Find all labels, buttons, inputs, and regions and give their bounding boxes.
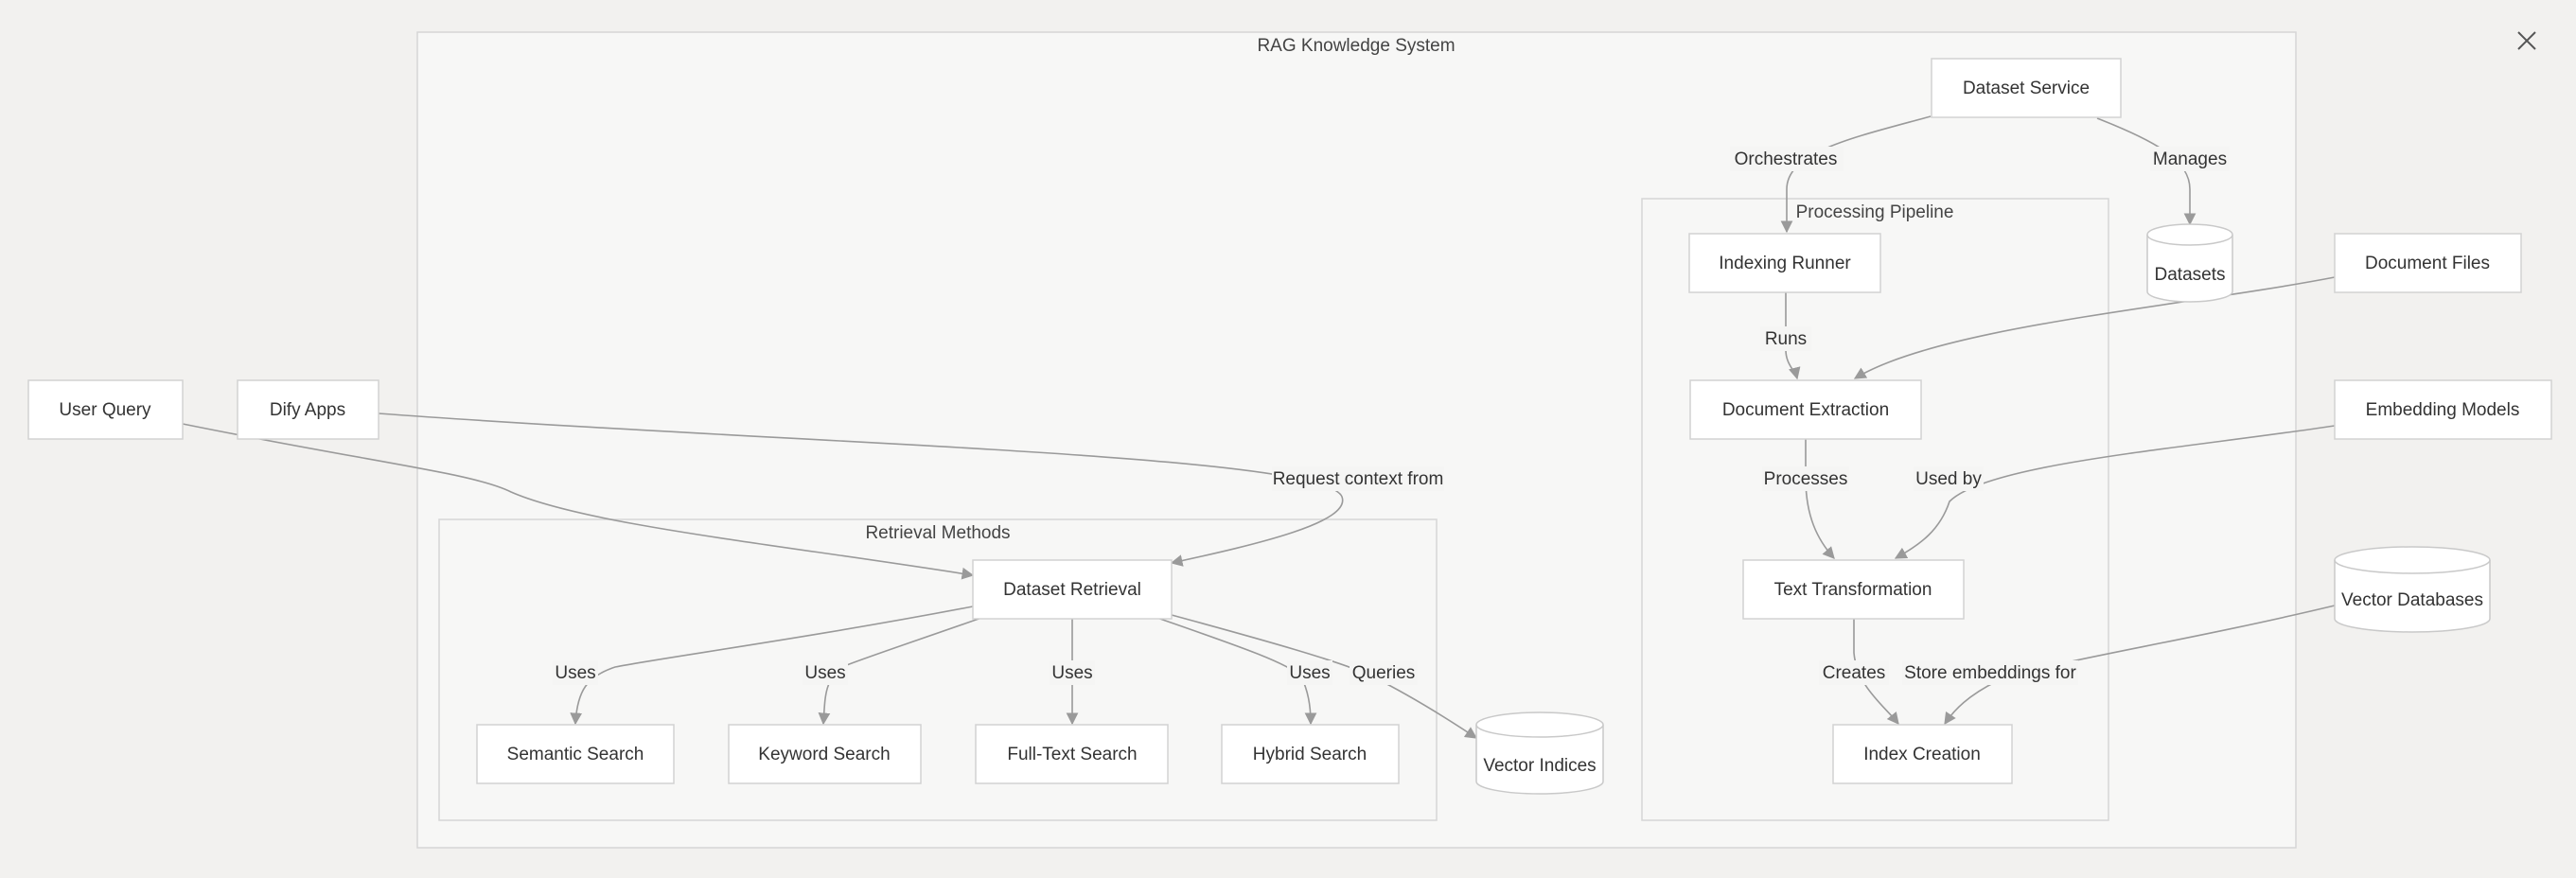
node-label: Dataset Retrieval: [1003, 580, 1141, 600]
cluster-title-pipeline: Processing Pipeline: [1796, 202, 1954, 222]
edge-user-query-dataset-retrieval: [182, 423, 975, 580]
edge-label-uses-semantic: Uses: [555, 663, 595, 683]
close-icon: [2517, 31, 2536, 50]
node-label: Keyword Search: [758, 745, 890, 764]
edge-embedding-models-text-transformation: [1894, 425, 2336, 559]
node-user-query[interactable]: User Query: [27, 379, 184, 440]
node-label: Hybrid Search: [1253, 745, 1367, 764]
cluster-processing-pipeline: Processing Pipeline: [1641, 198, 2109, 821]
edge-text-transformation-index-creation: [1853, 619, 1899, 725]
edge-label-request-context: Request context from: [1273, 469, 1444, 489]
node-label: Dataset Service: [1963, 79, 2090, 98]
node-label: Datasets: [2155, 265, 2226, 285]
node-label: Vector Indices: [1483, 756, 1596, 776]
node-label: Text Transformation: [1774, 580, 1932, 600]
node-dify-apps[interactable]: Dify Apps: [237, 379, 379, 440]
node-dataset-retrieval[interactable]: Dataset Retrieval: [972, 559, 1173, 620]
node-label: Vector Databases: [2341, 590, 2483, 610]
node-semantic-search[interactable]: Semantic Search: [476, 724, 675, 784]
node-label: Index Creation: [1863, 745, 1981, 764]
edge-label-manages: Manages: [2153, 149, 2227, 169]
edge-label-uses-keyword: Uses: [804, 663, 845, 683]
edge-dify-apps-dataset-retrieval: [378, 413, 1344, 567]
node-text-transformation[interactable]: Text Transformation: [1742, 559, 1965, 620]
cluster-title-rag: RAG Knowledge System: [1257, 36, 1455, 56]
node-label: Document Files: [2365, 254, 2490, 273]
node-label: User Query: [59, 400, 151, 420]
node-embedding-models[interactable]: Embedding Models: [2334, 379, 2552, 440]
close-button[interactable]: [2513, 26, 2541, 55]
node-indexing-runner[interactable]: Indexing Runner: [1688, 233, 1881, 293]
node-document-files[interactable]: Document Files: [2334, 233, 2522, 293]
edge-labels: Orchestrates Manages Runs Processes Used…: [553, 147, 2230, 685]
edge-label-processes: Processes: [1764, 469, 1848, 489]
node-label: Dify Apps: [270, 400, 345, 420]
edges: [182, 115, 2336, 739]
node-label: Indexing Runner: [1719, 254, 1851, 273]
node-fulltext-search[interactable]: Full-Text Search: [975, 724, 1169, 784]
edge-label-queries: Queries: [1352, 663, 1416, 683]
node-document-extraction[interactable]: Document Extraction: [1689, 379, 1922, 440]
node-label: Semantic Search: [507, 745, 644, 764]
node-dataset-service[interactable]: Dataset Service: [1931, 58, 2122, 118]
cluster-title-retrieval: Retrieval Methods: [865, 523, 1010, 543]
node-index-creation[interactable]: Index Creation: [1832, 724, 2013, 784]
node-vector-databases[interactable]: Vector Databases: [2334, 546, 2491, 633]
edge-label-uses-hybrid: Uses: [1289, 663, 1330, 683]
node-label: Embedding Models: [2366, 400, 2520, 420]
node-label: Full-Text Search: [1007, 745, 1137, 764]
edge-label-creates: Creates: [1823, 663, 1886, 683]
edge-label-orchestrates: Orchestrates: [1735, 149, 1838, 169]
node-datasets[interactable]: Datasets: [2146, 223, 2233, 303]
edge-label-runs: Runs: [1765, 329, 1807, 349]
node-keyword-search[interactable]: Keyword Search: [728, 724, 922, 784]
node-vector-indices[interactable]: Vector Indices: [1475, 711, 1604, 795]
edge-document-files-document-extraction: [1853, 276, 2336, 379]
edge-label-store-embeddings: Store embeddings for: [1904, 663, 2076, 683]
edge-retrieval-semantic: [570, 606, 974, 726]
edge-label-used-by: Used by: [1915, 469, 1982, 489]
node-label: Document Extraction: [1722, 400, 1889, 420]
edge-label-uses-fulltext: Uses: [1051, 663, 1092, 683]
node-hybrid-search[interactable]: Hybrid Search: [1221, 724, 1400, 784]
